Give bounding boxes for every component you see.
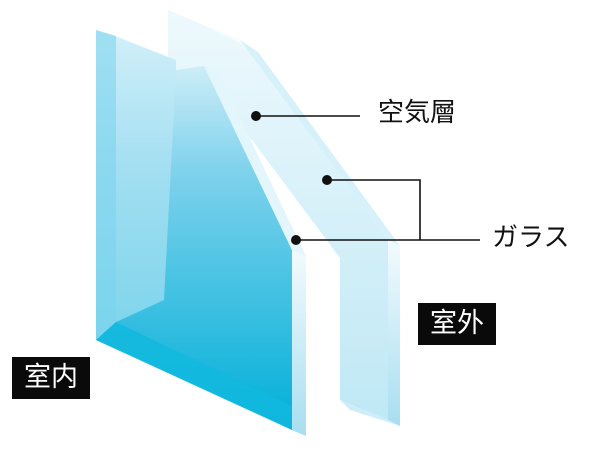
inner-glass-dot bbox=[291, 235, 301, 245]
indoor-tag: 室内 bbox=[12, 357, 90, 399]
leader-dots bbox=[251, 111, 332, 245]
air-layer-dot bbox=[251, 111, 261, 121]
glass-label: ガラス bbox=[492, 223, 570, 253]
inner-glass-pane bbox=[96, 30, 306, 436]
outer-glass-dot bbox=[322, 175, 332, 185]
leader-lines bbox=[256, 115, 480, 241]
air-layer-label: 空気層 bbox=[378, 98, 457, 128]
outdoor-tag: 室外 bbox=[418, 303, 496, 345]
outer-glass-leader-line bbox=[327, 179, 421, 240]
